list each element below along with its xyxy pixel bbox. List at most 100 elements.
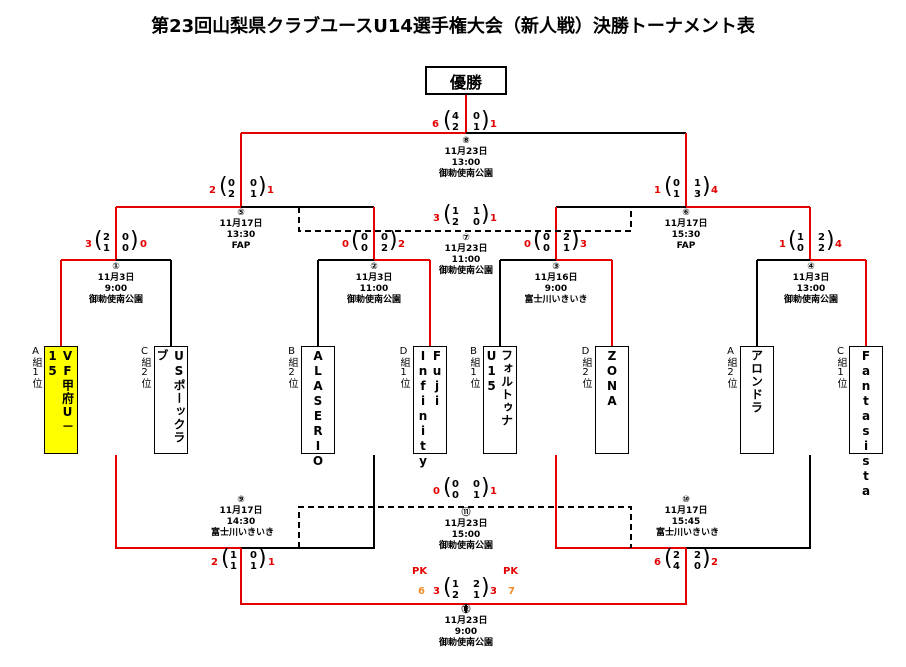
m2-half1: 0 xyxy=(361,232,368,243)
m9-half4: 1 xyxy=(250,561,257,572)
m12-pk-left: 6 xyxy=(418,586,425,597)
m9-info: ⑨ 11月17日 14:30 富士川いきいき xyxy=(211,495,275,539)
m4-info: ④ 11月3日 13:00 御勅使南公園 xyxy=(771,262,851,306)
team8-name: Fantasista xyxy=(859,349,873,499)
team2-box: USポーックラブ xyxy=(154,346,188,454)
m12-half2: 2 xyxy=(452,590,459,601)
m5-date: 11月17日 xyxy=(219,219,263,229)
m3-time: 9:00 xyxy=(544,284,568,294)
m8-half3: 0 xyxy=(473,111,480,122)
m3-half4: 1 xyxy=(563,243,570,254)
m6-score-left: 1 xyxy=(654,185,661,196)
team4-name: Fuji Infinity xyxy=(416,349,444,469)
m9-half2: 1 xyxy=(230,561,237,572)
m10-half2: 4 xyxy=(673,561,680,572)
m5-score-right: 1 xyxy=(267,185,274,196)
m12-venue: 御勅使南公園 xyxy=(438,638,493,648)
m8-score-right: 1 xyxy=(490,119,497,130)
m2-date: 11月3日 xyxy=(355,273,393,283)
m3-info: ③ 11月16日 9:00 富士川いきいき xyxy=(516,262,596,306)
m6-half1: 0 xyxy=(673,178,680,189)
team2-group: C組2位 xyxy=(139,346,150,388)
m1-date: 11月3日 xyxy=(97,273,135,283)
m5-score-left: 2 xyxy=(209,185,216,196)
champion-box: 優勝 xyxy=(425,66,507,95)
m10-venue: 富士川いきいき xyxy=(656,528,720,538)
m2-time: 11:00 xyxy=(359,284,389,294)
m2-score-left: 0 xyxy=(342,239,349,250)
m5-time: 13:30 xyxy=(226,230,256,240)
m9-no: ⑨ xyxy=(237,495,245,505)
m7-half2: 2 xyxy=(452,217,459,228)
team3-group: B組2位 xyxy=(286,346,297,388)
m12-pk-label-left: PK xyxy=(412,566,428,577)
m6-info: ⑥ 11月17日 15:30 FAP xyxy=(656,208,716,252)
m12-half1: 1 xyxy=(452,579,459,590)
m10-half4: 0 xyxy=(694,561,701,572)
m4-half1: 1 xyxy=(797,232,804,243)
m6-date: 11月17日 xyxy=(664,219,708,229)
m7-date: 11月23日 xyxy=(444,244,488,254)
team5-name: フォルトゥナU15 xyxy=(484,349,514,427)
m11-venue: 御勅使南公園 xyxy=(438,541,493,551)
m5-no: ⑤ xyxy=(237,208,245,218)
m12-half3: 2 xyxy=(473,579,480,590)
m9-score-left: 2 xyxy=(211,557,218,568)
m7-info: ⑦ 11月23日 11:00 御勅使南公園 xyxy=(426,233,506,277)
m4-half2: 0 xyxy=(797,243,804,254)
m12-no: ⑫ xyxy=(461,605,471,615)
m11-time: 15:00 xyxy=(451,530,481,540)
m8-paren: ( xyxy=(443,108,452,133)
m4-date: 11月3日 xyxy=(792,273,830,283)
team7-group: A組2位 xyxy=(725,346,736,388)
m12-info: ⑫ 11月23日 9:00 御勅使南公園 xyxy=(426,605,506,649)
m4-half3: 2 xyxy=(818,232,825,243)
team1-box: VF甲府U－15 xyxy=(44,346,78,454)
m8-date: 11月23日 xyxy=(444,147,488,157)
m4-no: ④ xyxy=(807,262,815,272)
m10-half1: 2 xyxy=(673,550,680,561)
page-title: 第23回山梨県クラブユースU14選手権大会（新人戦）決勝トーナメント表 xyxy=(151,16,755,37)
m7-half1: 1 xyxy=(452,206,459,217)
m2-info: ② 11月3日 11:00 御勅使南公園 xyxy=(334,262,414,306)
m4-time: 13:00 xyxy=(796,284,826,294)
team6-group: D組2位 xyxy=(580,346,591,388)
m6-half2: 1 xyxy=(673,189,680,200)
m3-date: 11月16日 xyxy=(534,273,578,283)
m9-venue: 富士川いきいき xyxy=(211,528,275,538)
m8-half1: 4 xyxy=(452,111,459,122)
m12-pk-right: 7 xyxy=(508,586,515,597)
m2-half3: 0 xyxy=(381,232,388,243)
m1-half2: 1 xyxy=(103,243,110,254)
m10-time: 15:45 xyxy=(671,517,701,527)
m8-time: 13:00 xyxy=(451,158,481,168)
m1-half4: 0 xyxy=(122,243,129,254)
m5-half1: 0 xyxy=(228,178,235,189)
m3-venue: 富士川いきいき xyxy=(524,295,588,305)
m12-score-left: 3 xyxy=(433,586,440,597)
m7-time: 11:00 xyxy=(451,255,481,265)
m1-time: 9:00 xyxy=(104,284,128,294)
team4-group: D組1位 xyxy=(398,346,409,388)
m11-half2: 0 xyxy=(452,490,459,501)
m4-venue: 御勅使南公園 xyxy=(783,295,838,305)
m7-score-right: 1 xyxy=(490,213,497,224)
m6-half4: 3 xyxy=(694,189,701,200)
m7-half3: 1 xyxy=(473,206,480,217)
m2-venue: 御勅使南公園 xyxy=(346,295,401,305)
m2-half2: 0 xyxy=(361,243,368,254)
m3-half1: 0 xyxy=(543,232,550,243)
m3-half2: 0 xyxy=(543,243,550,254)
m2-half4: 2 xyxy=(381,243,388,254)
m11-date: 11月23日 xyxy=(444,519,488,529)
m10-no: ⑩ xyxy=(682,495,690,505)
m11-half4: 1 xyxy=(473,490,480,501)
m12-date: 11月23日 xyxy=(444,616,488,626)
m1-half3: 0 xyxy=(122,232,129,243)
m7-half4: 0 xyxy=(473,217,480,228)
m10-date: 11月17日 xyxy=(664,506,708,516)
m1-info: ① 11月3日 9:00 御勅使南公園 xyxy=(76,262,156,306)
m9-half1: 1 xyxy=(230,550,237,561)
m6-venue: FAP xyxy=(676,241,696,251)
